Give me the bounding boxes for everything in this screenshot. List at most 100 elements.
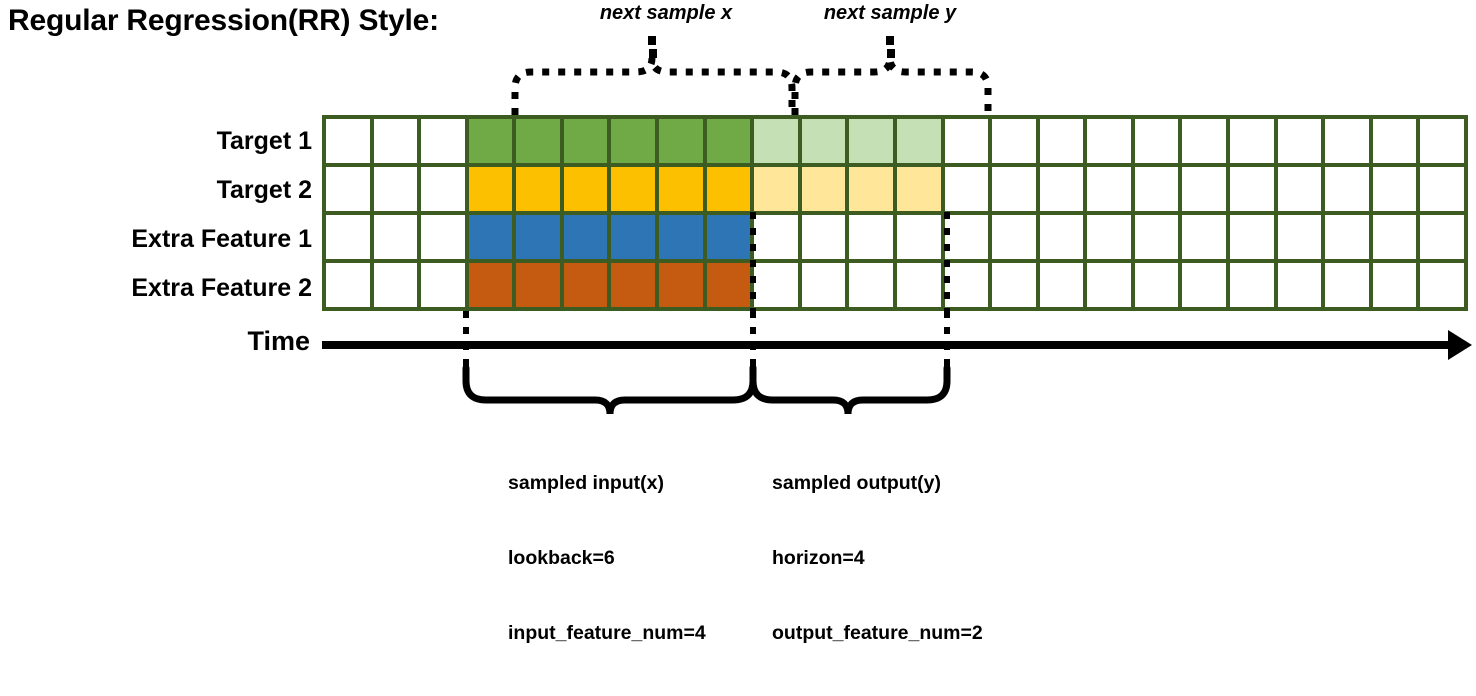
- grid-cell: [706, 263, 751, 307]
- grid-cell: [754, 119, 798, 163]
- grid-cell: [1325, 167, 1369, 211]
- grid-row-extra-feature-1: [324, 213, 1466, 261]
- brace-next-sample-y: [791, 57, 992, 115]
- note-input-line-2: lookback=6: [508, 547, 615, 569]
- grid-cell: [516, 167, 560, 211]
- grid-cell: [1325, 215, 1369, 259]
- grid-cell: [1182, 119, 1226, 163]
- note-input-line-3: input_feature_num=4: [508, 622, 706, 644]
- grid-cell: [1182, 167, 1226, 211]
- grid-cell: [1039, 119, 1084, 163]
- grid-cell: [801, 119, 846, 163]
- timeseries-grid: [322, 115, 1468, 311]
- grid-cell: [1372, 167, 1417, 211]
- grid-cell: [1087, 263, 1131, 307]
- grid-cell: [992, 167, 1036, 211]
- grid-cell: [326, 119, 370, 163]
- grid-cell: [992, 263, 1036, 307]
- grid-cell: [992, 119, 1036, 163]
- note-sampled-output: sampled output(y) horizon=4 output_featu…: [772, 421, 983, 696]
- grid-cell: [659, 167, 703, 211]
- row-label-target-1: Target 1: [216, 127, 312, 155]
- grid-cell: [373, 215, 418, 259]
- grid-cell: [1420, 167, 1464, 211]
- diagram-canvas: Regular Regression(RR) Style: next sampl…: [8, 2, 1472, 644]
- grid-cell: [754, 263, 798, 307]
- grid-cell: [1229, 263, 1274, 307]
- grid-cell: [1134, 167, 1179, 211]
- grid-cell: [1229, 119, 1274, 163]
- grid-cell: [1087, 215, 1131, 259]
- grid-cell: [373, 167, 418, 211]
- grid-cell: [944, 215, 989, 259]
- grid-cell: [801, 263, 846, 307]
- grid-cell: [1039, 215, 1084, 259]
- grid-cell: [1229, 167, 1274, 211]
- grid-cell: [896, 167, 941, 211]
- grid-cell: [659, 119, 703, 163]
- row-label-extra-feature-2: Extra Feature 2: [131, 274, 312, 302]
- grid-cell: [373, 119, 418, 163]
- grid-cell: [421, 119, 465, 163]
- grid-cell: [1087, 119, 1131, 163]
- grid-cell: [706, 119, 751, 163]
- grid-cell: [754, 167, 798, 211]
- grid-cell: [563, 167, 608, 211]
- grid-cell: [1087, 167, 1131, 211]
- grid-cell: [1277, 119, 1322, 163]
- grid-cell: [1182, 215, 1226, 259]
- grid-cell: [421, 263, 465, 307]
- grid-cell: [468, 215, 513, 259]
- grid-cell: [801, 167, 846, 211]
- grid-cell: [896, 215, 941, 259]
- grid-cell: [706, 167, 751, 211]
- time-axis-arrow: [322, 330, 1472, 360]
- grid-row-target-2: [324, 165, 1466, 213]
- grid-cell: [992, 215, 1036, 259]
- grid-cell: [1325, 263, 1369, 307]
- grid-cell: [1134, 215, 1179, 259]
- grid-cell: [516, 263, 560, 307]
- note-sampled-input: sampled input(x) lookback=6 input_featur…: [508, 421, 706, 696]
- row-label-target-2: Target 2: [216, 176, 312, 204]
- brace-next-sample-x: [511, 57, 796, 115]
- grid-cell: [611, 263, 656, 307]
- grid-cell: [1134, 119, 1179, 163]
- brace-next-sample-y-tip: [886, 36, 895, 58]
- grid-cell: [421, 167, 465, 211]
- brace-next-sample-x-tip: [648, 36, 657, 58]
- grid-cell: [849, 167, 893, 211]
- page-title: Regular Regression(RR) Style:: [8, 4, 439, 37]
- grid-cell: [849, 119, 893, 163]
- grid-cell: [1420, 215, 1464, 259]
- grid-cell: [1277, 215, 1322, 259]
- grid-cell: [659, 215, 703, 259]
- note-input-line-1: sampled input(x): [508, 472, 665, 494]
- grid-cell: [516, 119, 560, 163]
- grid-cell: [563, 263, 608, 307]
- grid-cell: [1182, 263, 1226, 307]
- grid-cell: [468, 263, 513, 307]
- grid-cell: [611, 119, 656, 163]
- grid-cell: [468, 119, 513, 163]
- grid-cell: [896, 119, 941, 163]
- grid-cell: [1372, 263, 1417, 307]
- note-output-line-1: sampled output(y): [772, 472, 941, 494]
- grid-cell: [706, 215, 751, 259]
- grid-row-extra-feature-2: [324, 261, 1466, 309]
- grid-cell: [326, 215, 370, 259]
- grid-cell: [563, 119, 608, 163]
- annotation-next-sample-x: next sample x: [599, 2, 733, 24]
- grid-cell: [421, 215, 465, 259]
- grid-cell: [896, 263, 941, 307]
- grid-cell: [1372, 119, 1417, 163]
- grid-cell: [1325, 119, 1369, 163]
- grid-cell: [1277, 167, 1322, 211]
- note-output-line-3: output_feature_num=2: [772, 622, 983, 644]
- grid-cell: [373, 263, 418, 307]
- grid-row-target-1: [324, 117, 1466, 165]
- note-output-line-2: horizon=4: [772, 547, 865, 569]
- grid-cell: [326, 167, 370, 211]
- grid-cell: [1420, 119, 1464, 163]
- grid-cell: [563, 215, 608, 259]
